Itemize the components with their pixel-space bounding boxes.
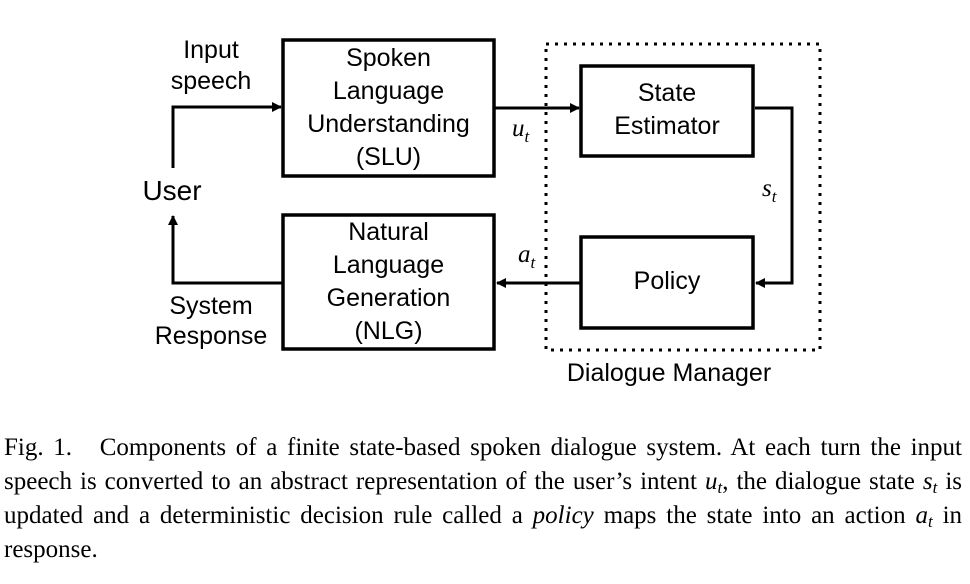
slu-label-line3: Understanding bbox=[307, 110, 470, 138]
caption-text-part2: , the dialogue state bbox=[722, 468, 915, 495]
s-t-label: st bbox=[762, 175, 778, 206]
caption-text-part4: maps the state into an action bbox=[603, 502, 906, 529]
system-response-label-line2: Response bbox=[155, 322, 268, 350]
state-estimator-label-line1: State bbox=[638, 79, 696, 107]
arrow-state-estimator-to-policy bbox=[755, 106, 794, 288]
caption-s-t: st bbox=[922, 468, 938, 497]
slu-label-line2: Language bbox=[333, 77, 444, 105]
caption-a-t: at bbox=[915, 502, 933, 531]
dialogue-manager-boundary bbox=[544, 42, 822, 352]
nlg-label-line1: Natural bbox=[348, 218, 429, 246]
state-estimator-label-line2: Estimator bbox=[614, 112, 720, 140]
nlg-label-line3: Generation bbox=[327, 284, 451, 312]
caption-text-part3: is updated and a deterministic decision … bbox=[4, 468, 962, 529]
figure-caption: Fig. 1. Components of a finite state-bas… bbox=[4, 431, 962, 567]
policy-box: Policy bbox=[579, 235, 755, 330]
state-estimator-box: State Estimator bbox=[579, 64, 755, 158]
policy-label: Policy bbox=[634, 267, 701, 295]
dialogue-manager-label: Dialogue Manager bbox=[567, 359, 771, 387]
caption-figure-label: Fig. 1. bbox=[4, 434, 73, 461]
arrow-user-to-slu bbox=[171, 102, 282, 168]
slu-box: Spoken Language Understanding (SLU) bbox=[281, 38, 496, 178]
slu-label-line4: (SLU) bbox=[356, 143, 421, 171]
dialogue-system-diagram: Spoken Language Understanding (SLU) Stat… bbox=[142, 36, 822, 387]
caption-text-part5: in response. bbox=[4, 502, 963, 563]
u-t-label: ut bbox=[512, 115, 531, 146]
a-t-label: at bbox=[518, 241, 537, 272]
system-response-label-line1: System bbox=[169, 292, 252, 320]
nlg-box: Natural Language Generation (NLG) bbox=[281, 213, 496, 351]
slu-label-line1: Spoken bbox=[346, 44, 431, 72]
user-label: User bbox=[142, 175, 201, 206]
caption-text-part1: Components of a finite state-based spoke… bbox=[4, 434, 962, 495]
input-speech-label-line2: speech bbox=[171, 67, 252, 95]
nlg-label-line2: Language bbox=[333, 251, 444, 279]
caption-policy-word: policy bbox=[532, 502, 594, 529]
caption-u-t: ut bbox=[705, 468, 723, 497]
nlg-label-line4: (NLG) bbox=[354, 317, 422, 345]
input-speech-label-line1: Input bbox=[183, 36, 239, 64]
arrow-nlg-to-user bbox=[168, 215, 282, 285]
